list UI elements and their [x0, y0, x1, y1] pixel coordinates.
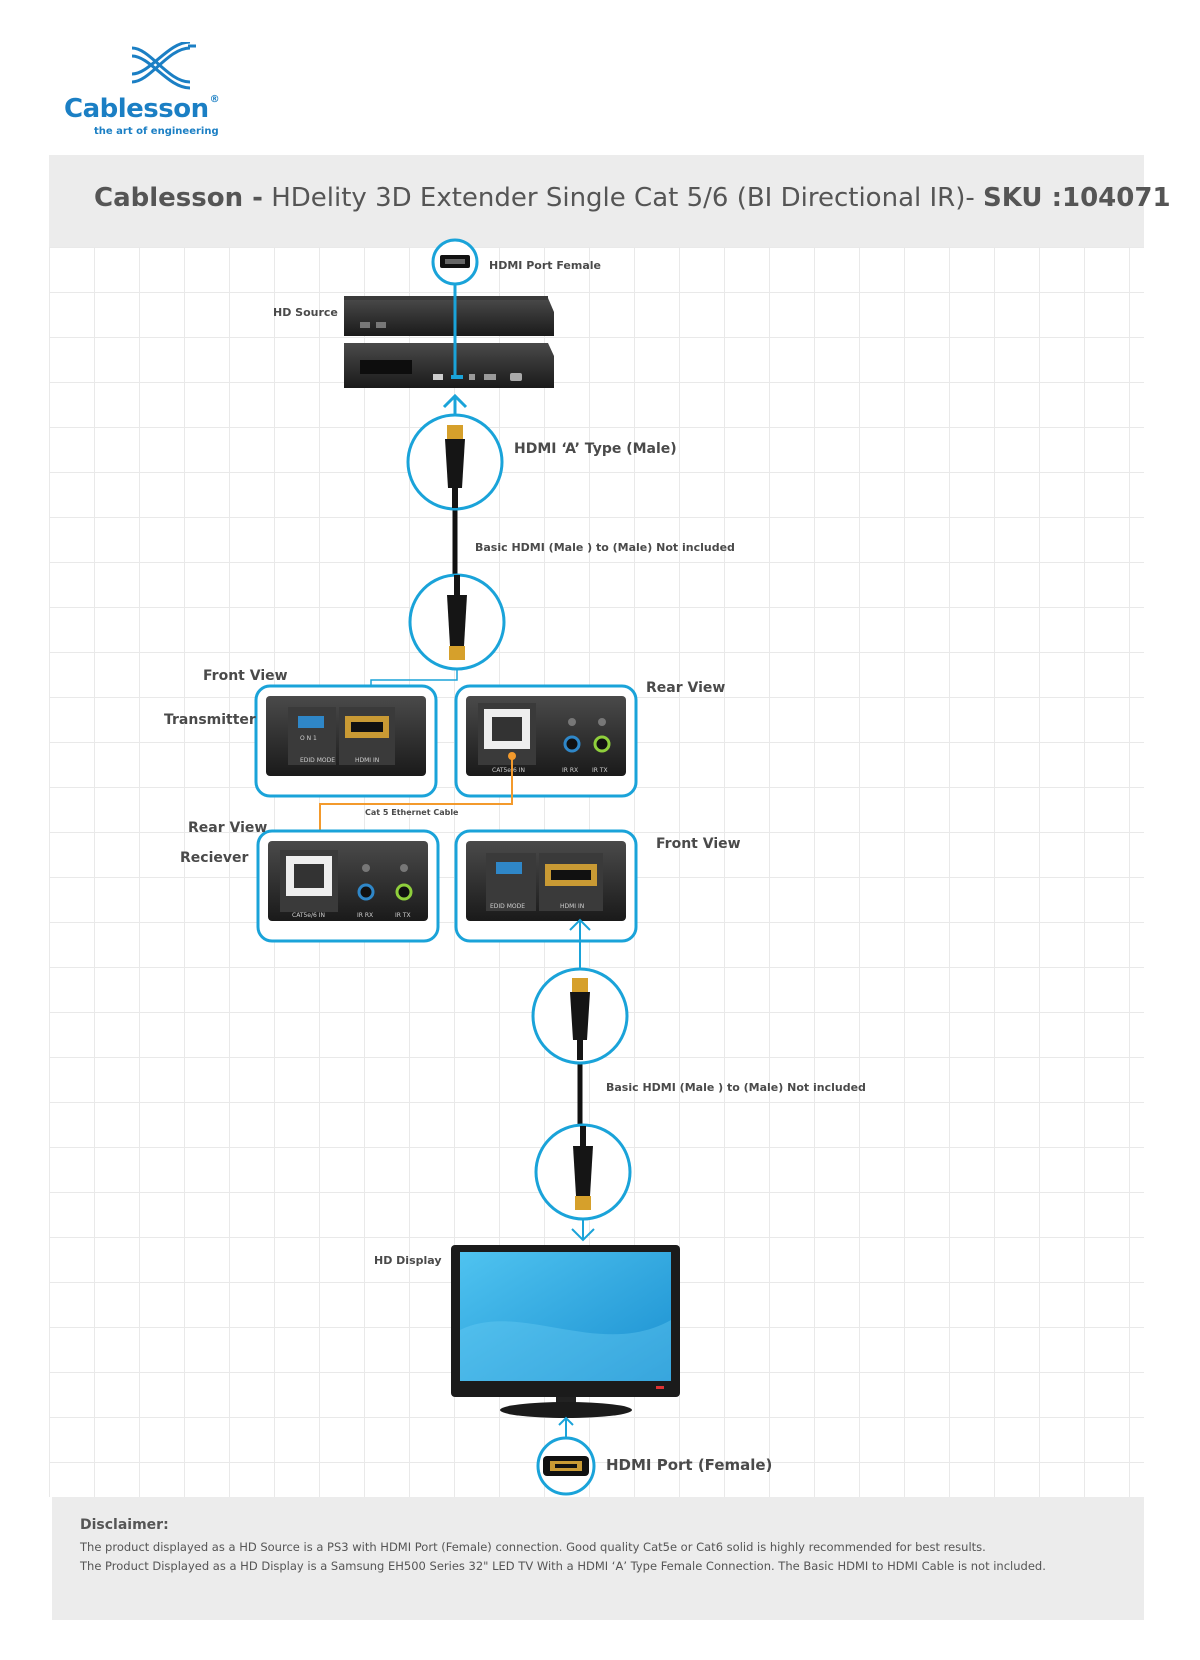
logo-wordmark: Cablesson® [64, 94, 220, 124]
receiver-label: Reciever [180, 850, 249, 866]
hd-display-label: HD Display [374, 1254, 442, 1267]
rx-edid-label: EDID MODE [490, 903, 525, 910]
ps3-console-icon [344, 296, 554, 388]
front-view-rx-label: Front View [656, 836, 741, 852]
hdmi-port-female-icon [431, 238, 479, 286]
rx-hdmi-in-label: HDMI IN [560, 903, 584, 910]
hdmi-port-female-bottom-icon [536, 1436, 596, 1496]
transmitter-label: Transmitter [164, 712, 256, 728]
tx-cat-in-label: CAT5e/6 IN [492, 767, 525, 774]
tx-edid-label: EDID MODE [300, 757, 335, 764]
disclaimer-title: Disclaimer: [80, 1517, 169, 1533]
rear-view-rx-label: Rear View [188, 820, 268, 836]
header-band [49, 155, 1144, 247]
hd-source-label: HD Source [273, 306, 338, 319]
hdmi-a-type-male-label: HDMI ‘A’ Type (Male) [514, 441, 677, 457]
page-title: Cablesson - HDelity 3D Extender Single C… [94, 183, 1171, 213]
cablesson-logo-icon [131, 42, 196, 90]
receiver-rear-view [256, 829, 440, 943]
basic-cable-bottom-label: Basic HDMI (Male ) to (Male) Not include… [606, 1081, 866, 1094]
tv-display-icon [451, 1245, 680, 1418]
tx-dip-on-label: O N 1 [300, 735, 317, 742]
transmitter-rear-view [454, 684, 638, 798]
hdmi-port-female-label: HDMI Port Female [489, 259, 601, 272]
logo-tagline: the art of engineering [94, 126, 219, 137]
hdmi-port-female-bottom-label: HDMI Port (Female) [606, 1456, 773, 1474]
rx-ir-tx-label: IR TX [395, 912, 411, 919]
basic-cable-top-label: Basic HDMI (Male ) to (Male) Not include… [475, 541, 735, 554]
disclaimer-line-2: The Product Displayed as a HD Display is… [80, 1559, 1046, 1573]
tx-ir-rx-label: IR RX [562, 767, 578, 774]
receiver-front-view [454, 829, 638, 943]
disclaimer-band [52, 1497, 1144, 1620]
rear-view-tx-label: Rear View [646, 680, 726, 696]
tx-hdmi-in-label: HDMI IN [355, 757, 379, 764]
front-view-tx-label: Front View [203, 668, 288, 684]
rx-cat-in-label: CAT5e/6 IN [292, 912, 325, 919]
transmitter-front-view [254, 684, 438, 798]
rx-ir-rx-label: IR RX [357, 912, 373, 919]
tx-ir-tx-label: IR TX [592, 767, 608, 774]
disclaimer-line-1: The product displayed as a HD Source is … [80, 1540, 986, 1554]
connection-diagram: EDID MODE HDMI IN O N 1 CAT5e/6 IN IR RX… [254, 238, 680, 1496]
cat5-cable-label: Cat 5 Ethernet Cable [365, 808, 459, 817]
hdmi-cable-top-icon [406, 413, 506, 671]
hdmi-cable-bottom-icon [531, 967, 632, 1221]
